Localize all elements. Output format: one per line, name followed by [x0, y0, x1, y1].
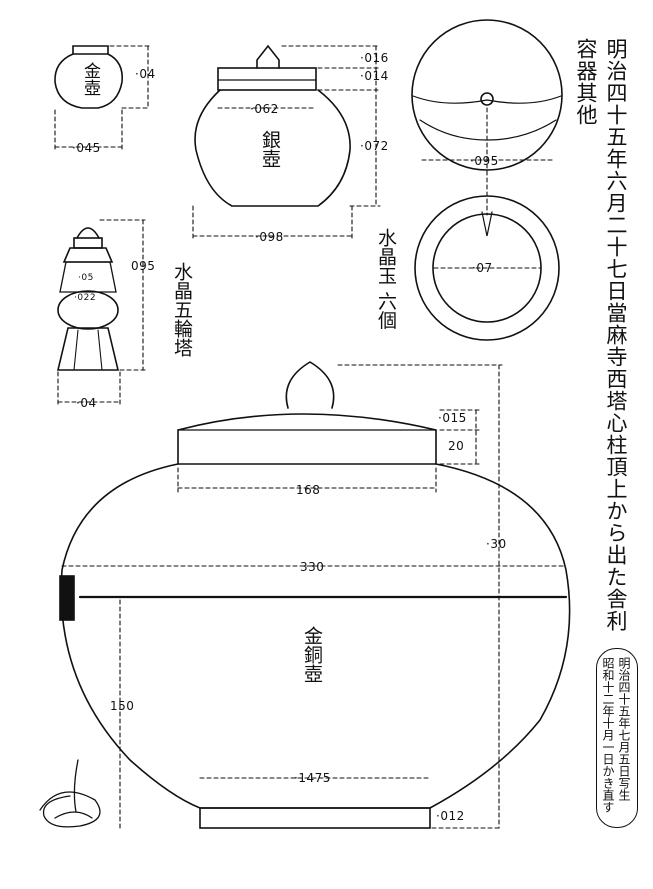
- gilt-bronze-jar-lid-top-dim: ·015: [438, 411, 467, 425]
- silver-jar-knob-dim: ·016: [360, 51, 389, 65]
- crystal-pagoda-height-dim: 095: [131, 259, 155, 273]
- gold-jar-small-height-dim: ·04: [135, 67, 156, 81]
- crystal-pagoda: ·05 ·022 095 ·04 水晶五輪塔: [56, 219, 193, 410]
- silver-jar-lid-dim: ·014: [360, 69, 389, 83]
- crystal-pagoda-middle-dim: ·022: [74, 293, 96, 303]
- note-line-2: 昭和十二年十月一日かき直す: [601, 657, 615, 813]
- silver-jar-mouth-dim: ·062: [250, 102, 279, 116]
- crystal-orb-outer-dim: ·095: [470, 154, 499, 168]
- crystal-pagoda-sphere: [57, 290, 119, 330]
- silver-jar-width-dim: ·098: [255, 230, 284, 244]
- gilt-bronze-jar-lower-height-dim: 150: [110, 699, 134, 713]
- gilt-bronze-jar-label: 金銅壺: [301, 626, 323, 683]
- page-title: 明治四十五年六月二十七日當麻寺西塔心柱頂上から出た舎利容器其他: [574, 38, 628, 632]
- gilt-bronze-jar-seal: [59, 575, 75, 621]
- gilt-bronze-jar-base-height-dim: ·012: [436, 809, 465, 823]
- gilt-bronze-jar-lid-band-dim: 20: [448, 439, 464, 453]
- gold-jar-small-label: 金壺: [80, 62, 101, 96]
- crystal-pagoda-base-dim: ·04: [76, 396, 97, 410]
- gold-jar-small-outline: [54, 45, 124, 109]
- gilt-bronze-jar-height-dim: ·30: [486, 537, 507, 551]
- gilt-bronze-jar-base-width-dim: ·1475: [294, 771, 331, 785]
- gold-jar-small-width-dim: ·045: [72, 141, 101, 155]
- crystal-orb-top-view: [411, 19, 563, 171]
- gilt-bronze-jar-knob: [285, 361, 335, 409]
- silver-jar-body: [194, 89, 351, 207]
- gilt-bronze-jar-foot: [199, 807, 431, 829]
- crystal-orb: ·095 ·07 水晶玉 六個: [375, 19, 563, 341]
- gold-jar-small: 金壺 ·04 ·045: [54, 45, 156, 155]
- crystal-pagoda-upper-dim: ·05: [78, 273, 94, 283]
- gilt-bronze-jar: 金銅壺 ·015 20 168 ·30 330 150 ·1475 ·012: [59, 361, 571, 829]
- signature-mark: [39, 759, 101, 828]
- gilt-bronze-jar-lid: [177, 413, 437, 465]
- gilt-bronze-jar-lid-width-dim: 168: [296, 483, 320, 497]
- crystal-pagoda-label: 水晶五輪塔: [171, 262, 193, 357]
- silver-jar-knob: [256, 44, 280, 69]
- silver-jar-height-dim: ·072: [360, 139, 389, 153]
- crystal-orb-inner-dim: ·07: [472, 261, 493, 275]
- note-bracket: 明治四十五年七月五日写生 昭和十二年十月一日かき直す: [596, 648, 638, 828]
- note-line-1: 明治四十五年七月五日写生: [617, 657, 631, 801]
- silver-jar-lid: [217, 67, 317, 91]
- crystal-orb-label: 水晶玉 六個: [375, 228, 397, 329]
- crystal-pagoda-base: [56, 327, 120, 371]
- gilt-bronze-jar-width-dim: 330: [300, 560, 324, 574]
- silver-jar-label: 銀壺: [259, 130, 281, 168]
- crystal-pagoda-roof: [62, 247, 114, 263]
- silver-jar: 銀壺 ·016 ·014 ·062 ·072 ·098: [192, 44, 389, 244]
